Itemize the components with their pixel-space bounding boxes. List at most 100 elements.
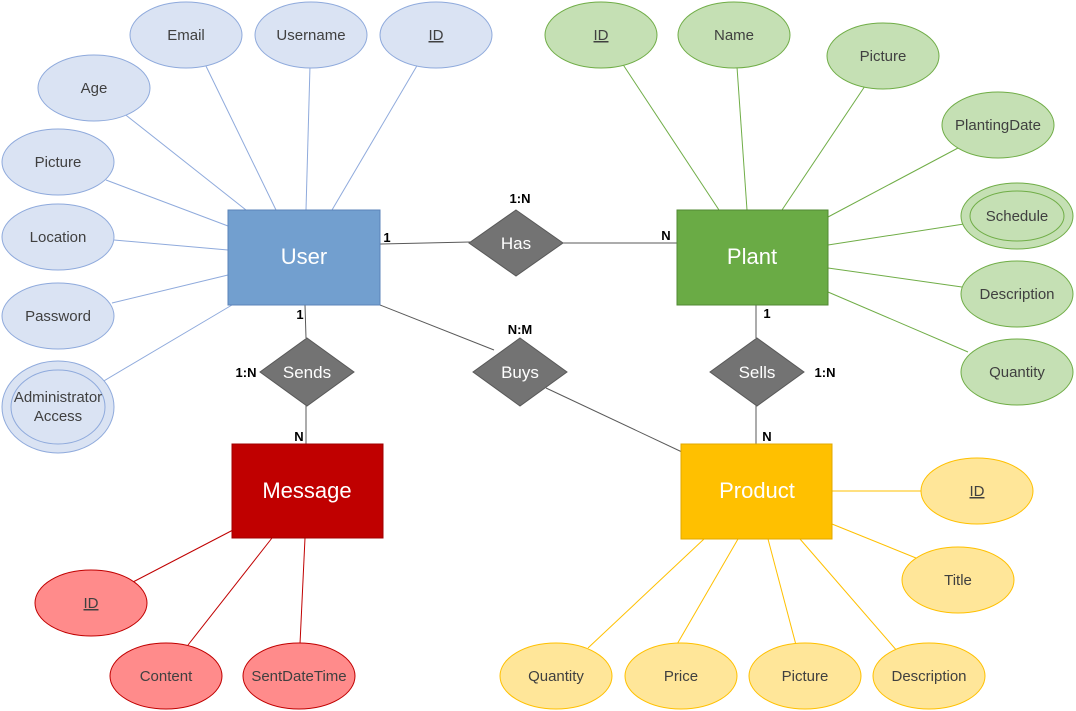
- line-user-buys: [379, 304, 495, 351]
- attribute-ellipse: [34, 569, 148, 637]
- attribute-label: Schedule: [986, 208, 1049, 225]
- line-user-has: [379, 241, 471, 245]
- relationship-diamond: [472, 337, 568, 407]
- line-product-title: [831, 523, 917, 559]
- relationships: Has Sends Buys Sells: [259, 209, 805, 407]
- entity-label: Message: [262, 478, 351, 503]
- cardinality-sends-message-side: N: [294, 429, 303, 444]
- line-user-picture: [105, 179, 229, 227]
- line-user-id: [331, 63, 419, 211]
- line-plant-picture: [781, 85, 866, 211]
- attribute-label: Age: [81, 80, 108, 97]
- key-attribute-label: ID: [970, 483, 985, 500]
- relationship-diamond: [259, 337, 355, 407]
- line-product-quantity: [587, 538, 705, 649]
- cardinality-sells: 1:N: [815, 365, 836, 380]
- line-message-sent-date-time: [299, 537, 306, 645]
- product-attributes: ID Title Quantity Price Picture Descript…: [499, 457, 1034, 710]
- attribute-ellipse: [544, 1, 658, 69]
- attribute-ellipse: [1, 203, 115, 271]
- user-attributes: Email Username ID Age Picture Location P…: [1, 1, 493, 454]
- attribute-ellipse: [901, 546, 1015, 614]
- plant-attributes: ID Name Picture PlantingDate Schedule De…: [544, 1, 1074, 406]
- message-attr-content: Content: [109, 642, 223, 710]
- relationship-diamond: [468, 209, 564, 277]
- relationship-label: Sends: [283, 363, 331, 382]
- cardinality-has-plant-side: N: [661, 228, 670, 243]
- line-plant-description: [827, 267, 963, 288]
- entity-label: User: [281, 244, 327, 269]
- attribute-ellipse: [920, 457, 1034, 525]
- attribute-ellipse: [624, 642, 738, 710]
- attribute-ellipse: [1, 282, 115, 350]
- line-user-location: [113, 239, 229, 251]
- attribute-ellipse: [254, 1, 368, 69]
- multivalued-attribute-inner: [10, 369, 106, 445]
- plant-attr-description: Description: [960, 260, 1074, 328]
- entity-box: [227, 209, 381, 306]
- attribute-ellipse: [748, 642, 862, 710]
- attribute-label: Content: [140, 668, 193, 685]
- attribute-ellipse: [129, 1, 243, 69]
- cardinality-buys: N:M: [508, 322, 533, 337]
- entity-label: Plant: [727, 244, 777, 269]
- cardinality-labels: 1:N 1 N 1:N 1 N N:M 1:N 1 N: [236, 191, 836, 444]
- entity-box: [676, 209, 829, 306]
- attribute-ellipse: [499, 642, 613, 710]
- attribute-ellipse: [37, 54, 151, 122]
- attribute-ellipse: [960, 338, 1074, 406]
- attribute-label: Name: [714, 27, 754, 44]
- attribute-label: Picture: [860, 48, 907, 65]
- user-attr-administrator-access: Administrator Access: [1, 360, 115, 454]
- line-user-password: [111, 274, 229, 304]
- entity-plant: Plant: [676, 209, 829, 306]
- plant-attr-quantity: Quantity: [960, 338, 1074, 406]
- relationship-label: Has: [501, 234, 531, 253]
- attribute-label: Price: [664, 668, 698, 685]
- attribute-label: Location: [30, 229, 87, 246]
- attribute-ellipse: [677, 1, 791, 69]
- relationship-buys: Buys: [472, 337, 568, 407]
- user-attr-picture: Picture: [1, 128, 115, 196]
- user-attr-email: Email: [129, 1, 243, 69]
- cardinality-sells-product-side: N: [762, 429, 771, 444]
- plant-attr-schedule: Schedule: [960, 182, 1074, 250]
- relationship-sends: Sends: [259, 337, 355, 407]
- key-attribute-label: ID: [84, 595, 99, 612]
- attribute-ellipse: [109, 642, 223, 710]
- message-attr-id: ID: [34, 569, 148, 637]
- attribute-label-line-1: Administrator: [14, 389, 102, 406]
- plant-attr-id: ID: [544, 1, 658, 69]
- attribute-label: Quantity: [989, 364, 1045, 381]
- attribute-ellipse: [242, 642, 356, 710]
- attribute-label: Title: [944, 572, 972, 589]
- user-attr-id: ID: [379, 1, 493, 69]
- attribute-ellipse: [1, 128, 115, 196]
- attribute-ellipse: [872, 642, 986, 710]
- attribute-label: Picture: [35, 154, 82, 171]
- entity-product: Product: [680, 443, 833, 540]
- relationship-diamond: [709, 337, 805, 407]
- attribute-label: Email: [167, 27, 205, 44]
- cardinality-sells-plant-side: 1: [763, 306, 770, 321]
- line-user-email: [203, 61, 277, 211]
- line-product-picture: [767, 538, 797, 646]
- line-buys-product: [545, 387, 683, 453]
- message-attribute-lines: [132, 529, 306, 646]
- multivalued-attribute-inner: [969, 190, 1065, 242]
- attribute-ellipse: [941, 91, 1055, 159]
- attribute-label: SentDateTime: [251, 668, 346, 685]
- line-plant-id: [619, 59, 720, 211]
- cardinality-has: 1:N: [510, 191, 531, 206]
- product-attr-quantity: Quantity: [499, 642, 613, 710]
- line-user-sends: [304, 304, 307, 339]
- attribute-ellipse: [826, 22, 940, 90]
- plant-attr-name: Name: [677, 1, 791, 69]
- line-plant-quantity: [827, 291, 969, 353]
- entity-label: Product: [719, 478, 795, 503]
- user-attribute-lines: [101, 61, 419, 383]
- cardinality-has-user-side: 1: [383, 230, 390, 245]
- attribute-label: Description: [979, 286, 1054, 303]
- line-product-price: [675, 538, 739, 647]
